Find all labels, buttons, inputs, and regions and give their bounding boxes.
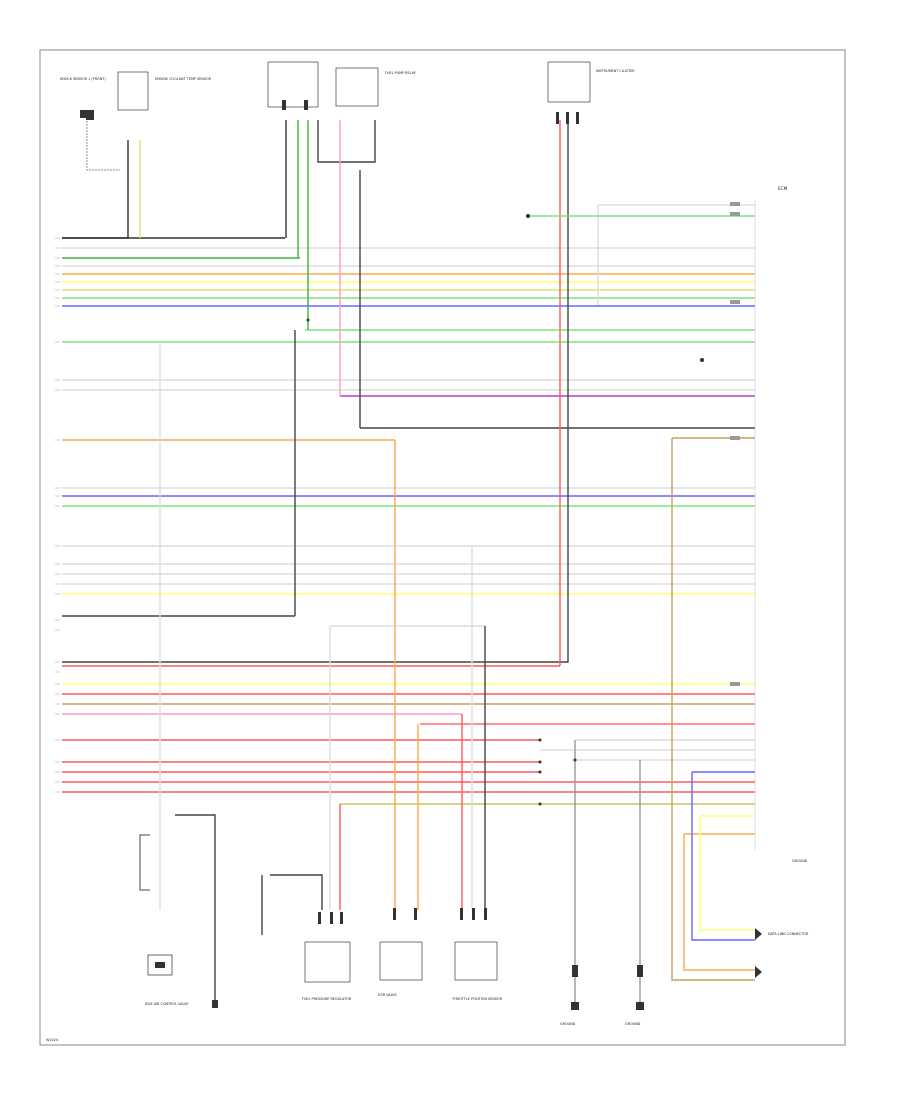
knock-sensor: KNOCK SENSOR 1 (FRONT)	[60, 77, 106, 120]
wire-ect-black	[62, 140, 129, 239]
wire-fp-black-1	[317, 120, 376, 163]
right-ground-label: GROUND	[792, 859, 808, 863]
knock-sensor-label: KNOCK SENSOR 1 (FRONT)	[60, 77, 106, 81]
ground-2-label: GROUND	[625, 1022, 641, 1026]
data-link-connector-label: DATA LINK CONNECTOR	[768, 932, 809, 936]
ground-g1: GROUND	[560, 965, 579, 1026]
ecm-pins	[730, 200, 756, 850]
vertical-wires	[62, 120, 755, 1005]
iac-valve-label: IDLE AIR CONTROL VALVE	[145, 1002, 189, 1006]
diagram-code: W1024	[46, 1038, 58, 1042]
wire-ic-black	[565, 120, 569, 663]
splice-points	[306, 214, 704, 806]
engine-coolant-temp-sensor: ENGINE COOLANT TEMP SENSOR	[80, 71, 212, 171]
fuel-pressure-regulator: FUEL PRESSURE REGULATOR	[302, 912, 352, 1001]
wire-tan-672	[671, 438, 755, 981]
data-link-connector: DATA LINK CONNECTOR	[755, 928, 809, 978]
svg-text:ECM: ECM	[778, 186, 788, 191]
throttle-position-sensor: THROTTLE POSITION SENSOR	[451, 908, 503, 1001]
ect-sensor-label: ENGINE COOLANT TEMP SENSOR	[155, 77, 212, 81]
instrument-cluster: INSTRUMENT CLUSTER	[547, 61, 635, 124]
wire-yellow-700	[699, 816, 755, 931]
ground-g2: GROUND	[625, 965, 644, 1026]
egr-valve: EGR VALVE	[378, 908, 423, 997]
wire-blue-692	[691, 772, 755, 941]
idle-air-control-valve: IDLE AIR CONTROL VALVE	[139, 834, 218, 1008]
fpr-label: FUEL PRESSURE REGULATOR	[302, 997, 352, 1001]
left-connector-pins	[55, 237, 60, 793]
wire-fpr-black	[270, 874, 323, 910]
diagram-border	[39, 49, 846, 1046]
ground-1-label: GROUND	[560, 1022, 576, 1026]
instrument-cluster-label: INSTRUMENT CLUSTER	[596, 69, 635, 73]
egr-valve-label: EGR VALVE	[378, 993, 397, 997]
right-ground-block: GROUND	[792, 859, 808, 863]
wire-orange-684	[683, 834, 755, 971]
horizontal-wires	[62, 237, 755, 835]
fuel-pump-relay-label: FUEL PUMP RELAY	[385, 71, 417, 75]
ecm-label: ECM	[778, 186, 788, 191]
fuel-pump-relay: FUEL PUMP RELAY	[267, 61, 417, 110]
wire-iac-black	[175, 814, 216, 1005]
tps-label: THROTTLE POSITION SENSOR	[451, 997, 503, 1001]
